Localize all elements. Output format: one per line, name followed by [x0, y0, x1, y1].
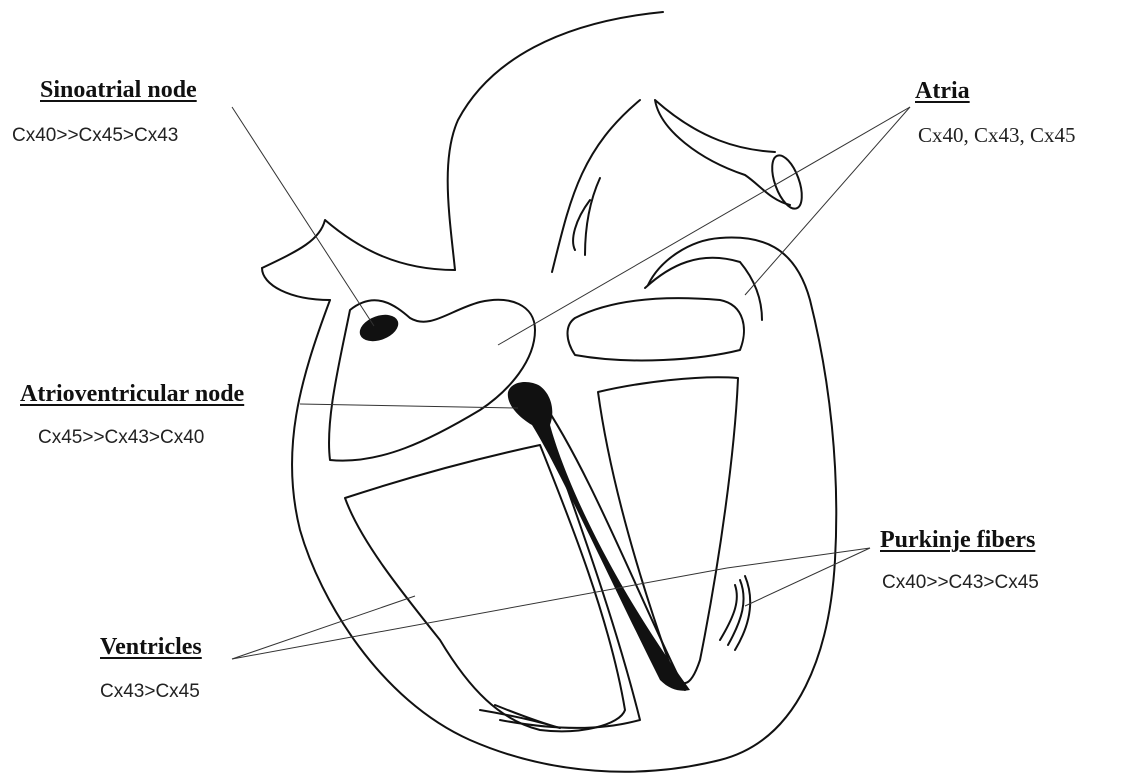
sinoatrial-node-shape [356, 310, 402, 346]
bundle-branch-left [540, 398, 685, 690]
purkinje-branch-left [480, 705, 560, 728]
left-ventricle-chamber [598, 377, 738, 683]
right-atrium-chamber [329, 300, 535, 461]
right-ventricle-chamber [345, 445, 625, 731]
purkinje-fibers-expression: Cx40>>C43>Cx45 [882, 573, 1039, 592]
atrioventricular-node-expression: Cx45>>Cx43>Cx40 [38, 428, 204, 447]
aorta-outer-line [448, 12, 663, 270]
atria-leader-1 [498, 107, 910, 345]
atrioventricular-node-title: Atrioventricular node [20, 382, 244, 406]
sinoatrial-leader [232, 107, 374, 326]
atria-title: Atria [915, 79, 970, 103]
atria-leader-2 [745, 107, 910, 295]
vena-cava-left [262, 268, 330, 300]
ventricles-expression: Cx43>Cx45 [100, 682, 200, 701]
sinoatrial-node-title: Sinoatrial node [40, 78, 197, 102]
pulmonary-vein-line [573, 178, 600, 255]
vena-cava-line [262, 220, 455, 270]
pulmonary-artery [655, 100, 790, 205]
sinoatrial-node-expression: Cx40>>Cx45>Cx43 [12, 126, 178, 145]
atria-expression: Cx40, Cx43, Cx45 [918, 125, 1076, 146]
left-atrium-arc [645, 258, 762, 320]
purkinje-branch-right [720, 576, 750, 650]
purkinje-fibers-title: Purkinje fibers [880, 528, 1035, 552]
left-atrium-chamber [568, 298, 744, 360]
ventricles-title: Ventricles [100, 635, 202, 659]
ventricles-leader-1 [232, 596, 415, 659]
